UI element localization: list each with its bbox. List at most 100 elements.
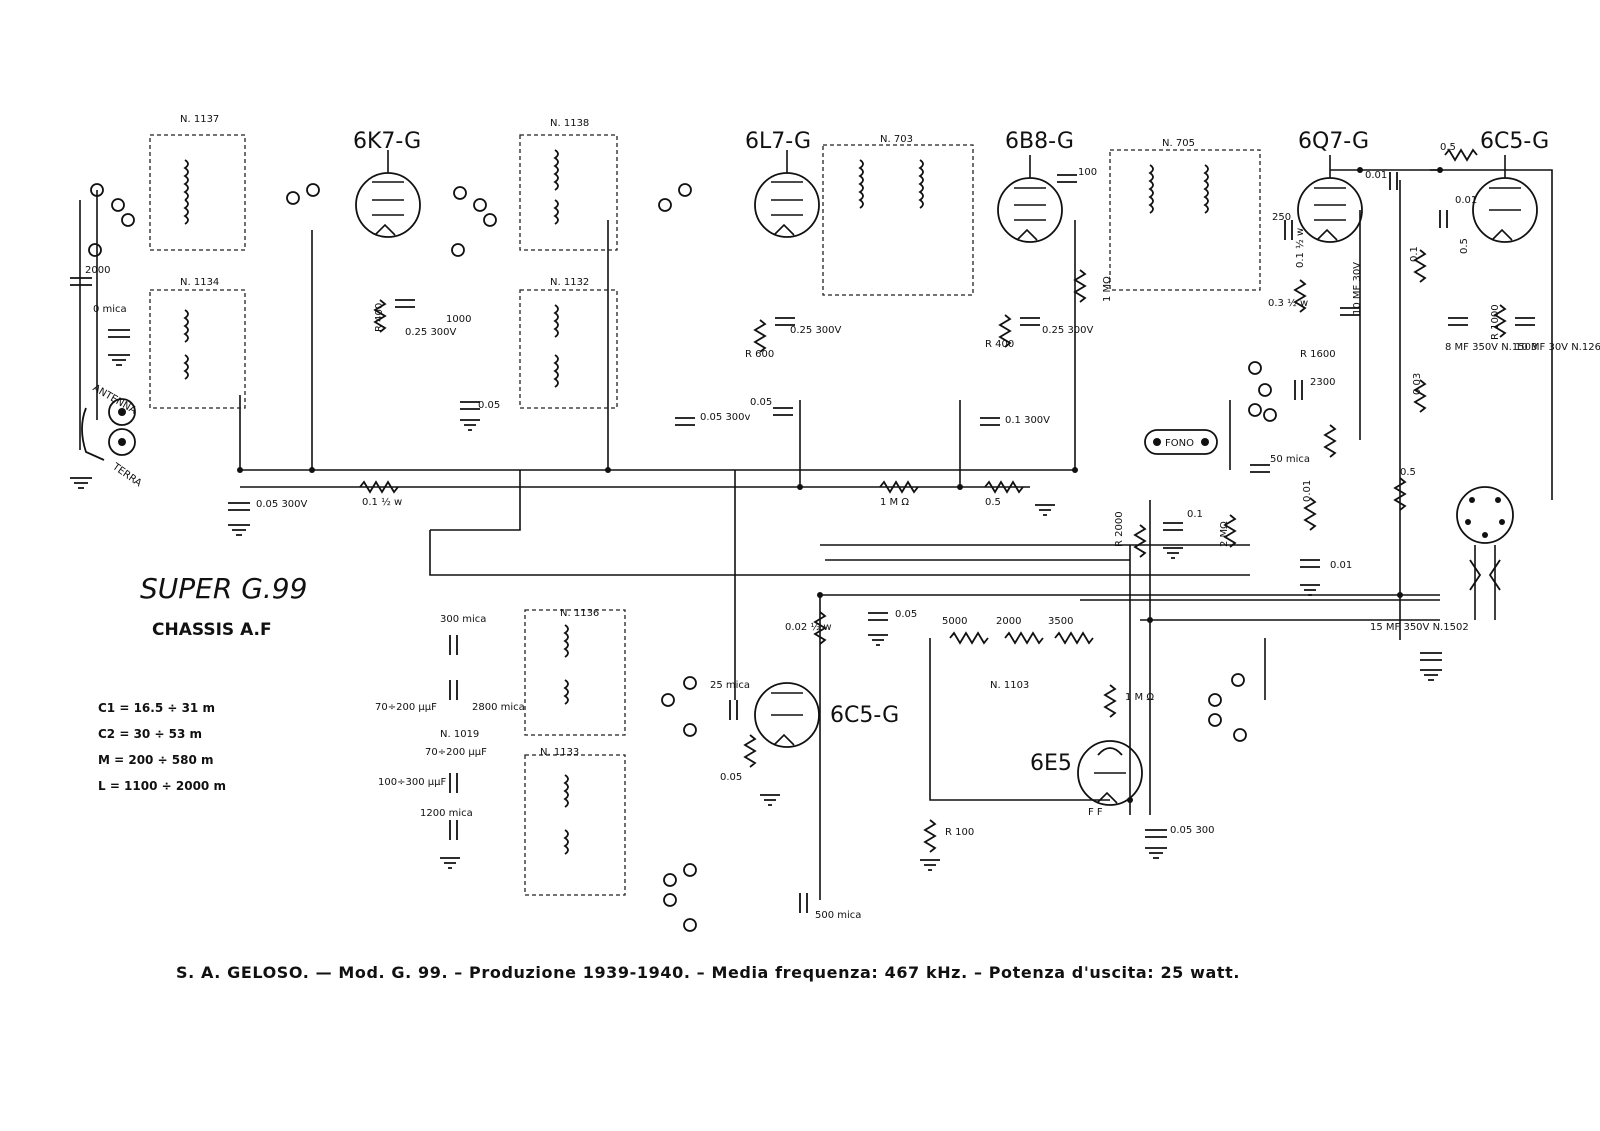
range-l: L = 1100 ÷ 2000 m — [98, 779, 226, 793]
label-r400a: R 400 — [374, 303, 385, 332]
junction-dots — [237, 167, 1443, 803]
label-c0mica: 0 mica — [93, 304, 127, 315]
tube-6b8g — [997, 155, 1063, 243]
label-r05d: 0.5 — [1400, 467, 1416, 478]
label-c01b: 0.1 — [1187, 509, 1203, 520]
label-r01c: 0.1 — [1409, 246, 1420, 262]
label-c005c: 0.05 — [750, 397, 772, 408]
terra-terminal[interactable] — [108, 428, 136, 456]
coil-box-n705 — [1109, 149, 1261, 291]
label-c500: 500 mica — [815, 910, 861, 921]
tube-6l7g — [754, 150, 820, 238]
label-r01: 0.1 ½ w — [362, 496, 402, 508]
label-r05c: 0.5 — [1459, 238, 1470, 254]
label-c100: 100 — [1078, 167, 1097, 178]
speaker-socket — [1456, 486, 1514, 620]
label-r600: R 600 — [745, 349, 774, 360]
coil-label-n1132: N. 1132 — [550, 277, 589, 288]
label-r2000: R 2000 — [1114, 511, 1125, 547]
label-r05b: 0.5 — [1440, 142, 1456, 153]
label-c250: 250 — [1272, 212, 1291, 223]
tube-label-6b8g: 6B8-G — [1005, 129, 1074, 154]
tube-label-6l7g: 6L7-G — [745, 129, 811, 154]
label-c2000: 2000 — [85, 265, 110, 276]
label-r003: 0.03 — [1412, 373, 1423, 395]
coil-label-n705: N. 705 — [1162, 138, 1195, 149]
antenna-terminal[interactable] — [108, 398, 136, 426]
label-r1mb: 1 M Ω — [880, 497, 909, 508]
diagram-subtitle: CHASSIS A.F — [152, 620, 272, 640]
component-labels: 2000 0 mica R 400 0.25 300V 1000 0.05 0.… — [85, 142, 1600, 921]
label-c001d: 0.01 — [1330, 560, 1352, 571]
coil-label-n1138: N. 1138 — [550, 118, 589, 129]
terra-label: TERRA — [109, 461, 143, 489]
tube-label-6c5g-lower: 6C5-G — [830, 703, 899, 728]
tube-6q7g — [1297, 155, 1363, 243]
ground-symbols — [70, 354, 1442, 871]
coil-label-n1137: N. 1137 — [180, 114, 219, 125]
label-c25: 25 mica — [710, 680, 750, 691]
label-c15mf: 15 MF 350V N.1502 — [1370, 622, 1469, 633]
label-r1000: R 1000 — [1490, 304, 1501, 340]
coil-label-n1133: N. 1133 — [540, 747, 579, 758]
label-c2300: 2300 — [1310, 377, 1335, 388]
tube-6k7g — [355, 150, 421, 238]
label-c025a: 0.25 300V — [405, 327, 457, 338]
coil-label-n1134: N. 1134 — [180, 277, 219, 288]
coil-box-n1137 — [149, 134, 246, 251]
label-c005d: 0.05 — [895, 609, 917, 620]
label-r400b: R 400 — [985, 339, 1014, 350]
label-r1600: R 1600 — [1300, 349, 1336, 360]
tube-label-6k7g: 6K7-G — [353, 129, 421, 154]
label-r03: 0.3 ½ w — [1268, 297, 1308, 309]
label-c300: 300 mica — [440, 614, 486, 625]
bus-wires — [79, 169, 1553, 900]
label-r05a: 0.5 — [985, 497, 1001, 508]
label-c005f: 0.05 — [720, 772, 742, 783]
label-c10mf: 10 MF 30V — [1352, 262, 1363, 315]
fono-jack: FONO — [1144, 429, 1218, 455]
diagram-title: SUPER G.99 — [140, 572, 307, 605]
label-ff: F F — [1088, 807, 1103, 818]
label-c1000: 1000 — [446, 314, 471, 325]
label-c50: 50 mica — [1270, 454, 1310, 465]
label-c100300: 100÷300 µµF — [378, 777, 446, 788]
coil-box-n1136 — [524, 609, 626, 736]
label-c70200a: 70÷200 µµF — [375, 702, 437, 713]
label-c002: 0.02 ½ w — [785, 621, 832, 633]
label-r5000: 5000 — [942, 616, 967, 627]
coil-box-n1133 — [524, 754, 626, 896]
tubes — [355, 150, 1538, 806]
label-r2m: 2 MΩ — [1219, 521, 1230, 547]
label-r1mc: 1 M Ω — [1125, 692, 1154, 703]
antenna-terra-connectors: ANTENNA TERRA — [81, 383, 144, 489]
components — [70, 148, 1535, 913]
inductors — [183, 149, 1209, 855]
fono-label: FONO — [1165, 438, 1194, 449]
coil-label-n1019: N. 1019 — [440, 729, 479, 740]
tube-6c5g-right — [1472, 155, 1538, 243]
coil-label-n1103: N. 1103 — [990, 680, 1029, 691]
coil-label-n703: N. 703 — [880, 134, 913, 145]
label-c001a: 0.01 — [1365, 170, 1387, 181]
label-r100: R 100 — [945, 827, 974, 838]
tube-label-6e5: 6E5 — [1030, 751, 1072, 776]
coil-box-n1132 — [519, 289, 618, 409]
label-r2000b: 2000 — [996, 616, 1021, 627]
label-c2800: 2800 mica — [472, 702, 525, 713]
tube-6e5 — [1077, 740, 1143, 806]
tube-labels: 6K7-G 6L7-G 6B8-G 6Q7-G 6C5-G 6C5-G 6E5 — [353, 129, 1549, 776]
range-c1: C1 = 16.5 ÷ 31 m — [98, 701, 215, 715]
tube-label-6c5g-right: 6C5-G — [1480, 129, 1549, 154]
label-c025b: 0.25 300V — [790, 325, 842, 336]
title-block: SUPER G.99 CHASSIS A.F C1 = 16.5 ÷ 31 m … — [98, 572, 307, 793]
label-c001b: 0.01 — [1455, 195, 1477, 206]
label-c70200b: 70÷200 µµF — [425, 747, 487, 758]
label-c005e: 0.05 300 — [1170, 825, 1215, 836]
label-c8mf: 8 MF 350V N.1503 — [1445, 342, 1537, 353]
label-c005b: 0.05 300v — [700, 412, 751, 423]
coil-label-n1136: N. 1136 — [560, 608, 599, 619]
tube-6c5g-lower — [754, 682, 820, 748]
label-r3500: 3500 — [1048, 616, 1073, 627]
